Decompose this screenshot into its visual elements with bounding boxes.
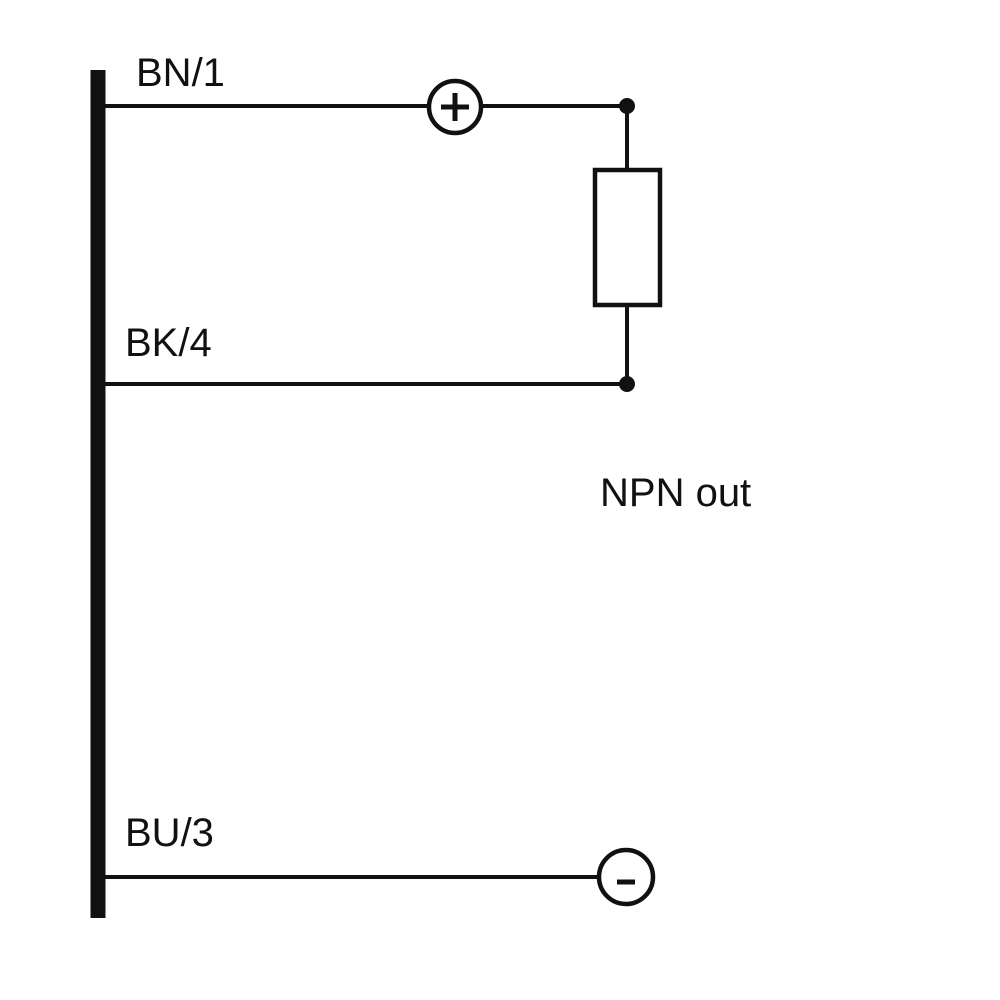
negative-terminal-icon (596, 847, 656, 907)
terminal-label-bn: BN/1 (136, 51, 225, 95)
load-resistor-icon (592, 167, 663, 308)
output-type-label: NPN out (600, 471, 751, 515)
terminal-label-bk: BK/4 (125, 321, 212, 365)
terminal-label-bu: BU/3 (125, 811, 214, 855)
positive-terminal-icon (426, 78, 484, 136)
